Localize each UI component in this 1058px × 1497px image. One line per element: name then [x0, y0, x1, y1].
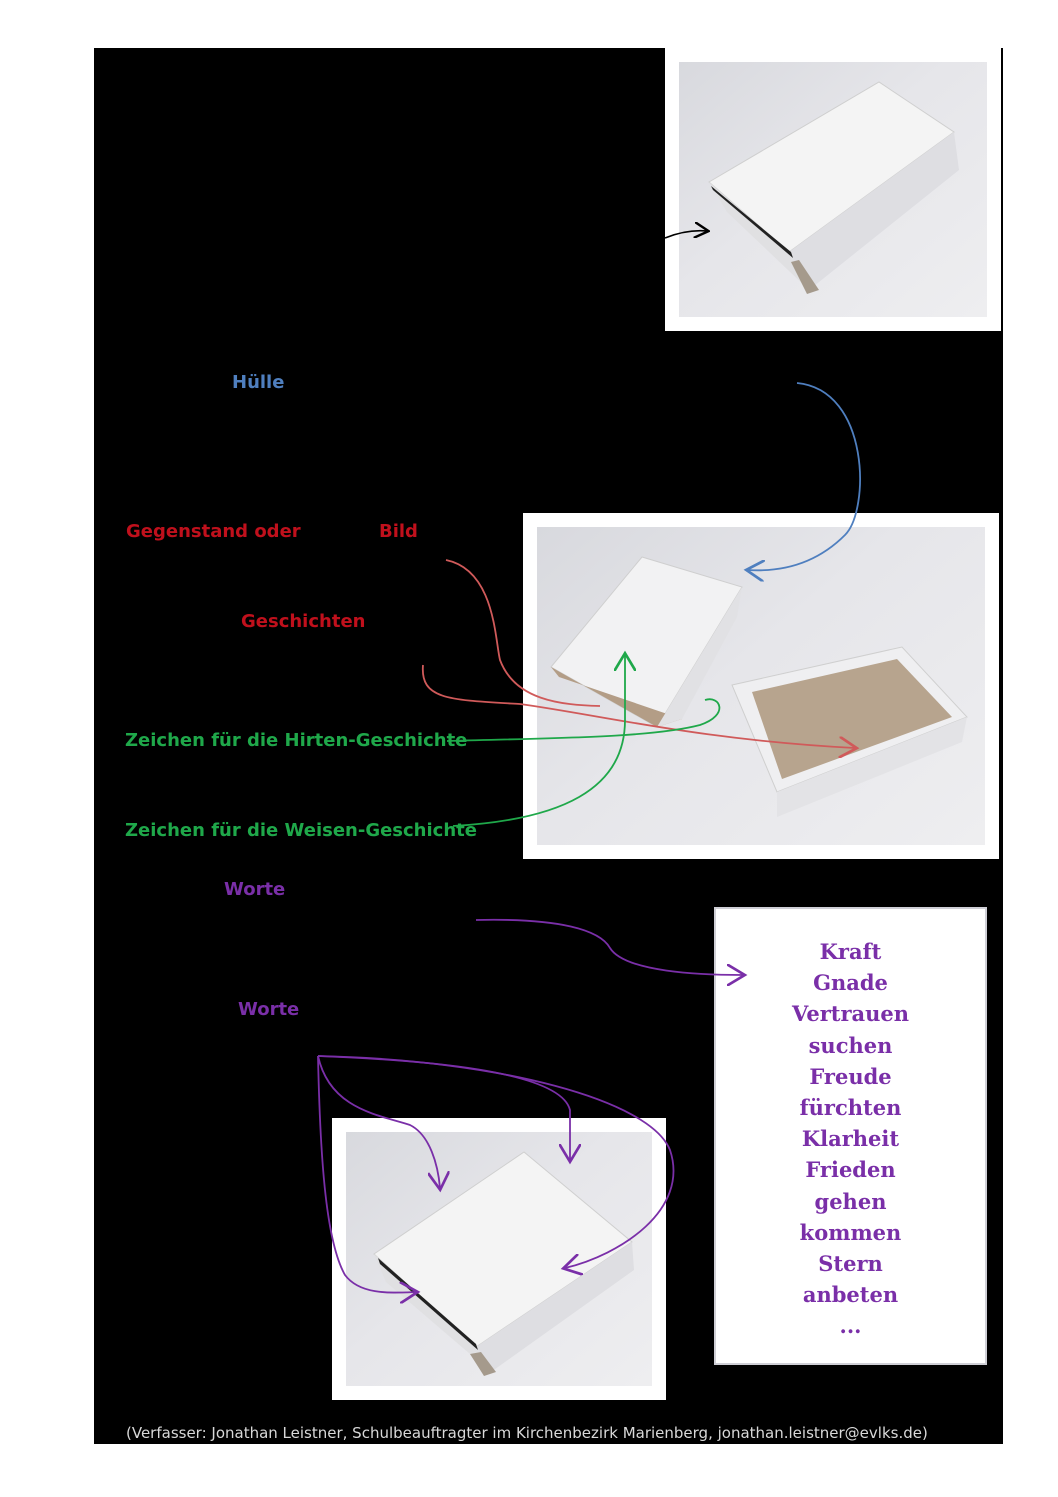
- word-item: anbeten: [802, 1282, 899, 1308]
- label-weisen-geschichte: Zeichen für die Weisen-Geschichte: [125, 820, 477, 841]
- photo-closed-box-top: [665, 48, 1001, 331]
- label-huelle: Hülle: [232, 372, 285, 393]
- word-item: Kraft: [819, 939, 882, 964]
- word-list-box: Kraft Gnade Vertrauen suchen Freude fürc…: [714, 907, 987, 1365]
- label-worte-2: Worte: [238, 999, 300, 1020]
- photo-opened-box: [523, 513, 999, 859]
- opened-matchbox-image: [550, 556, 968, 817]
- label-worte-1: Worte: [224, 879, 286, 900]
- word-item: fürchten: [799, 1095, 902, 1121]
- label-geschichten: Geschichten: [241, 611, 366, 632]
- word-item: Stern: [818, 1251, 883, 1277]
- closed-matchbox-image: [708, 81, 959, 294]
- author-footer: (Verfasser: Jonathan Leistner, Schulbeau…: [126, 1424, 928, 1442]
- word-item: Freude: [809, 1063, 892, 1089]
- closed-matchbox-image-2: [373, 1151, 634, 1376]
- photo-closed-box-bottom: [332, 1118, 666, 1400]
- label-bild: Bild: [379, 521, 418, 542]
- label-hirten-geschichte: Zeichen für die Hirten-Geschichte: [125, 730, 468, 751]
- word-item: gehen: [814, 1188, 887, 1214]
- word-item: Vertrauen: [791, 1001, 910, 1027]
- word-item: ...: [839, 1313, 862, 1339]
- word-item: Klarheit: [801, 1126, 900, 1152]
- label-gegenstand-oder: Gegenstand oder: [126, 521, 301, 542]
- word-item: Frieden: [805, 1157, 896, 1183]
- word-item: kommen: [799, 1219, 902, 1245]
- word-item: suchen: [808, 1032, 893, 1058]
- word-item: Gnade: [813, 970, 888, 996]
